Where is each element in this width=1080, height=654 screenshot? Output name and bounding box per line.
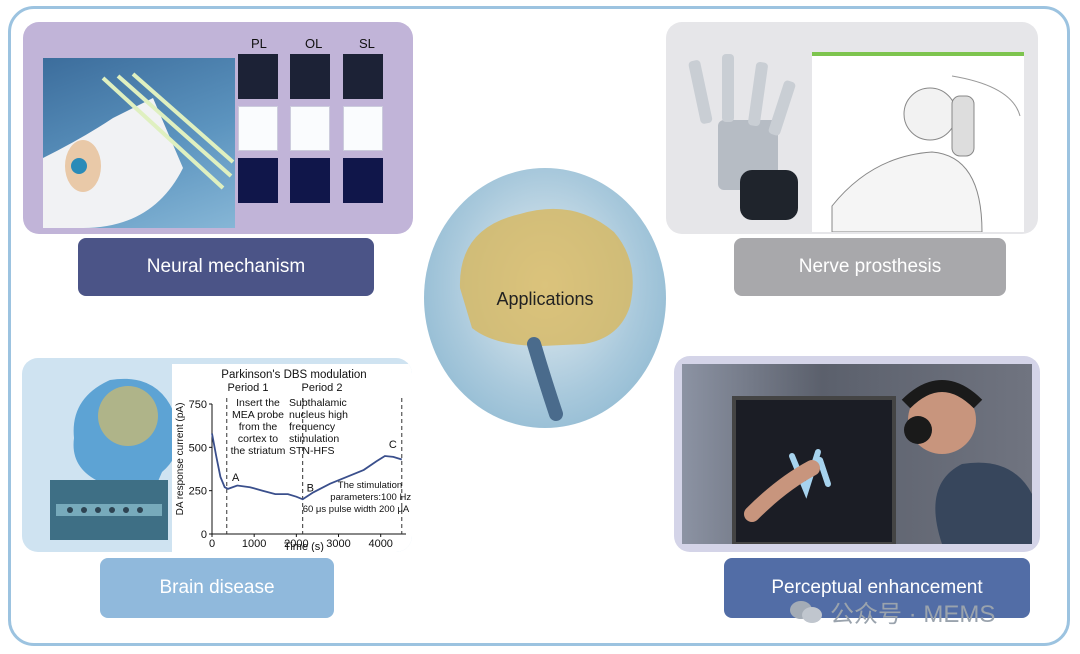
y-tick-label-0: 0 (201, 529, 207, 541)
center-brain-graphic (424, 168, 666, 428)
patient-illustration (812, 52, 1024, 232)
note1-line2: MEA probe (232, 409, 284, 421)
column-label-ol: OL (305, 36, 323, 51)
period2-label: Period 2 (302, 382, 343, 394)
perceptual-enhancement-panel (674, 356, 1040, 552)
note1-line4: cortex to (238, 433, 278, 445)
y-tick-label-3: 750 (189, 399, 207, 411)
x-tick-label-1: 1000 (242, 538, 266, 550)
user-touchscreen-photo (682, 364, 1032, 544)
neural-mechanism-label: Neural mechanism (78, 238, 374, 296)
dbs-line-chart: Parkinson's DBS modulation Period 1 Peri… (175, 369, 412, 552)
note2-line5: STN-HFS (289, 445, 335, 457)
column-label-pl: PL (251, 36, 267, 51)
heatmap-sl (343, 158, 383, 203)
cat-probe-illustration (43, 58, 235, 228)
watermark-text: 公众号 · MEMS (830, 601, 996, 628)
note3-line2: parameters:100 Hz, (330, 492, 412, 503)
chart-title: Parkinson's DBS modulation (221, 369, 366, 381)
brain-disease-panel: Parkinson's DBS modulation Period 1 Peri… (22, 358, 412, 552)
dbs-chart-area: Parkinson's DBS modulation Period 1 Peri… (172, 364, 412, 552)
electrode-array-image (50, 480, 168, 540)
heatmap-ol (290, 158, 330, 203)
note2-line4: stimulation (289, 433, 339, 445)
place-cell-grid: PL OL SL (235, 32, 405, 227)
trajectory-ol (290, 106, 330, 151)
trajectory-sl (343, 106, 383, 151)
neural-mechanism-panel: PL OL SL (23, 22, 413, 234)
column-label-sl: SL (359, 36, 375, 51)
y-axis-label: DA response current (pA) (175, 403, 186, 516)
raster-ol (290, 54, 330, 99)
head-illustration (50, 368, 192, 486)
period1-label: Period 1 (228, 382, 269, 394)
point-label-a: A (232, 472, 240, 484)
note2-line1: Subthalamic (289, 397, 347, 409)
note2-line3: frequency (289, 421, 336, 433)
watermark: 公众号 · MEMS (790, 594, 995, 629)
x-axis-label: Time (s) (284, 541, 324, 552)
x-tick-label-0: 0 (209, 538, 215, 550)
x-tick-label-2: 2000 (284, 538, 308, 550)
trajectory-pl (238, 106, 278, 151)
note1-line3: from the (239, 421, 278, 433)
y-tick-label-2: 500 (189, 442, 207, 454)
series-line-0 (211, 433, 403, 501)
note1-line5: the striatum (231, 445, 286, 457)
point-label-b: B (307, 482, 314, 494)
note2-line2: nucleus high (289, 409, 348, 421)
robotic-hand-illustration (680, 50, 806, 234)
perceptual-enhancement-label: Perceptual enhancement (724, 558, 1030, 618)
nerve-prosthesis-label: Nerve prosthesis (734, 238, 1006, 296)
point-label-c: C (389, 439, 397, 451)
note3-line3: 60 μs pulse width 200 μA (303, 504, 410, 515)
applications-title: Applications (496, 289, 594, 309)
x-tick-label-4: 4000 (368, 538, 392, 550)
y-tick-label-1: 250 (189, 486, 207, 498)
note3-line1: The stimulation (338, 480, 402, 491)
raster-pl (238, 54, 278, 99)
raster-sl (343, 54, 383, 99)
nerve-prosthesis-panel (666, 22, 1038, 234)
wechat-icon (790, 599, 824, 625)
brain-disease-label: Brain disease (100, 558, 334, 618)
heatmap-pl (238, 158, 278, 203)
x-tick-label-3: 3000 (326, 538, 350, 550)
note1-line1: Insert the (236, 397, 280, 409)
